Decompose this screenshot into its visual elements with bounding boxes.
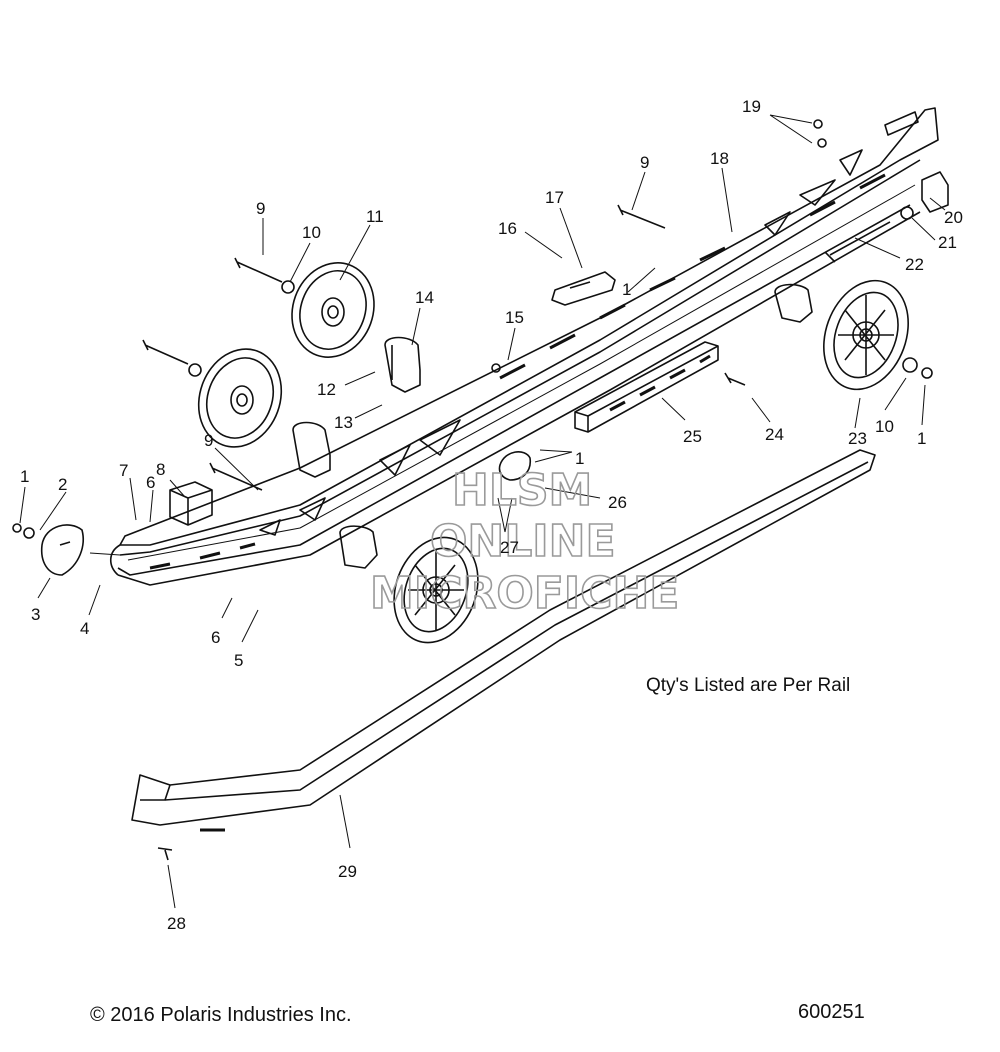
part-number: 600251 — [798, 1001, 865, 1023]
nut-1d — [921, 367, 933, 379]
callout-28: 28 — [167, 914, 186, 933]
bracket-lower — [292, 421, 331, 478]
wheel-11 — [291, 262, 375, 358]
callout-9: 9 — [640, 153, 649, 172]
callout-8: 8 — [156, 460, 165, 479]
callout-5: 5 — [234, 651, 243, 670]
callout-22: 22 — [905, 255, 924, 274]
washer-10b — [188, 363, 202, 377]
svg-text:ONLINE: ONLINE — [430, 516, 616, 567]
callout-3: 3 — [31, 605, 40, 624]
nut-15 — [491, 363, 501, 373]
callout-1: 1 — [917, 429, 926, 448]
bolt-24 — [724, 372, 746, 386]
callout-1: 1 — [575, 449, 584, 468]
callout-10: 10 — [302, 223, 321, 242]
washer-2 — [23, 527, 35, 539]
callout-25: 25 — [683, 427, 702, 446]
callout-2: 2 — [58, 475, 67, 494]
bracket-20 — [921, 171, 949, 213]
copyright: © 2016 Polaris Industries Inc. — [90, 1004, 352, 1026]
washer-10c — [902, 357, 918, 373]
callout-20: 20 — [944, 208, 963, 227]
bolt-9b — [142, 339, 189, 365]
clip-17 — [551, 271, 616, 306]
leader-lines — [19, 114, 946, 909]
bracket-14 — [384, 336, 421, 393]
callout-16: 16 — [498, 219, 517, 238]
callout-6: 6 — [211, 628, 220, 647]
nut-19b — [817, 138, 827, 148]
bumper-3 — [40, 524, 84, 576]
callout-7: 7 — [119, 461, 128, 480]
nut-19a — [813, 119, 823, 129]
callout-21: 21 — [938, 233, 957, 252]
bracket-front — [339, 525, 378, 569]
callout-23: 23 — [848, 429, 867, 448]
callout-27: 27 — [500, 538, 519, 557]
callout-18: 18 — [710, 149, 729, 168]
callout-12: 12 — [317, 380, 336, 399]
svg-text:MICROFICHE: MICROFICHE — [370, 568, 679, 619]
callout-9: 9 — [204, 431, 213, 450]
bracket-23 — [774, 283, 813, 323]
wheel-23 — [823, 279, 909, 391]
bolt-9a — [234, 257, 283, 283]
callout-labels: 9 10 11 14 17 16 9 18 19 20 21 22 1 15 1… — [20, 97, 963, 933]
callout-10: 10 — [875, 417, 894, 436]
bolt-22 — [824, 221, 891, 263]
callout-1: 1 — [622, 280, 631, 299]
callout-26: 26 — [608, 493, 627, 512]
slide — [131, 449, 876, 832]
callout-14: 14 — [415, 288, 434, 307]
main-rail — [109, 107, 939, 586]
per-rail-note: Qty's Listed are Per Rail — [646, 675, 851, 696]
bolt-28 — [157, 847, 173, 861]
block-8 — [169, 481, 213, 526]
wheel-front — [393, 536, 479, 644]
callout-15: 15 — [505, 308, 524, 327]
bolt-9d — [617, 204, 666, 229]
washer-10a — [281, 280, 295, 294]
nut-1a — [12, 523, 22, 533]
wheel-lower — [197, 348, 283, 448]
callout-11: 11 — [366, 207, 384, 226]
callout-29: 29 — [338, 862, 357, 881]
svg-text:HLSM: HLSM — [452, 465, 592, 516]
callout-13: 13 — [334, 413, 353, 432]
nut-21 — [900, 206, 914, 220]
watermark: HLSM ONLINE MICROFICHE — [369, 464, 680, 620]
callout-6: 6 — [146, 473, 155, 492]
callout-17: 17 — [545, 188, 564, 207]
bar-25 — [574, 341, 719, 433]
callout-1: 1 — [20, 467, 29, 486]
callout-19: 19 — [742, 97, 761, 116]
callout-9: 9 — [256, 199, 265, 218]
callout-4: 4 — [80, 619, 89, 638]
callout-24: 24 — [765, 425, 784, 444]
bumper-26 — [498, 451, 532, 481]
